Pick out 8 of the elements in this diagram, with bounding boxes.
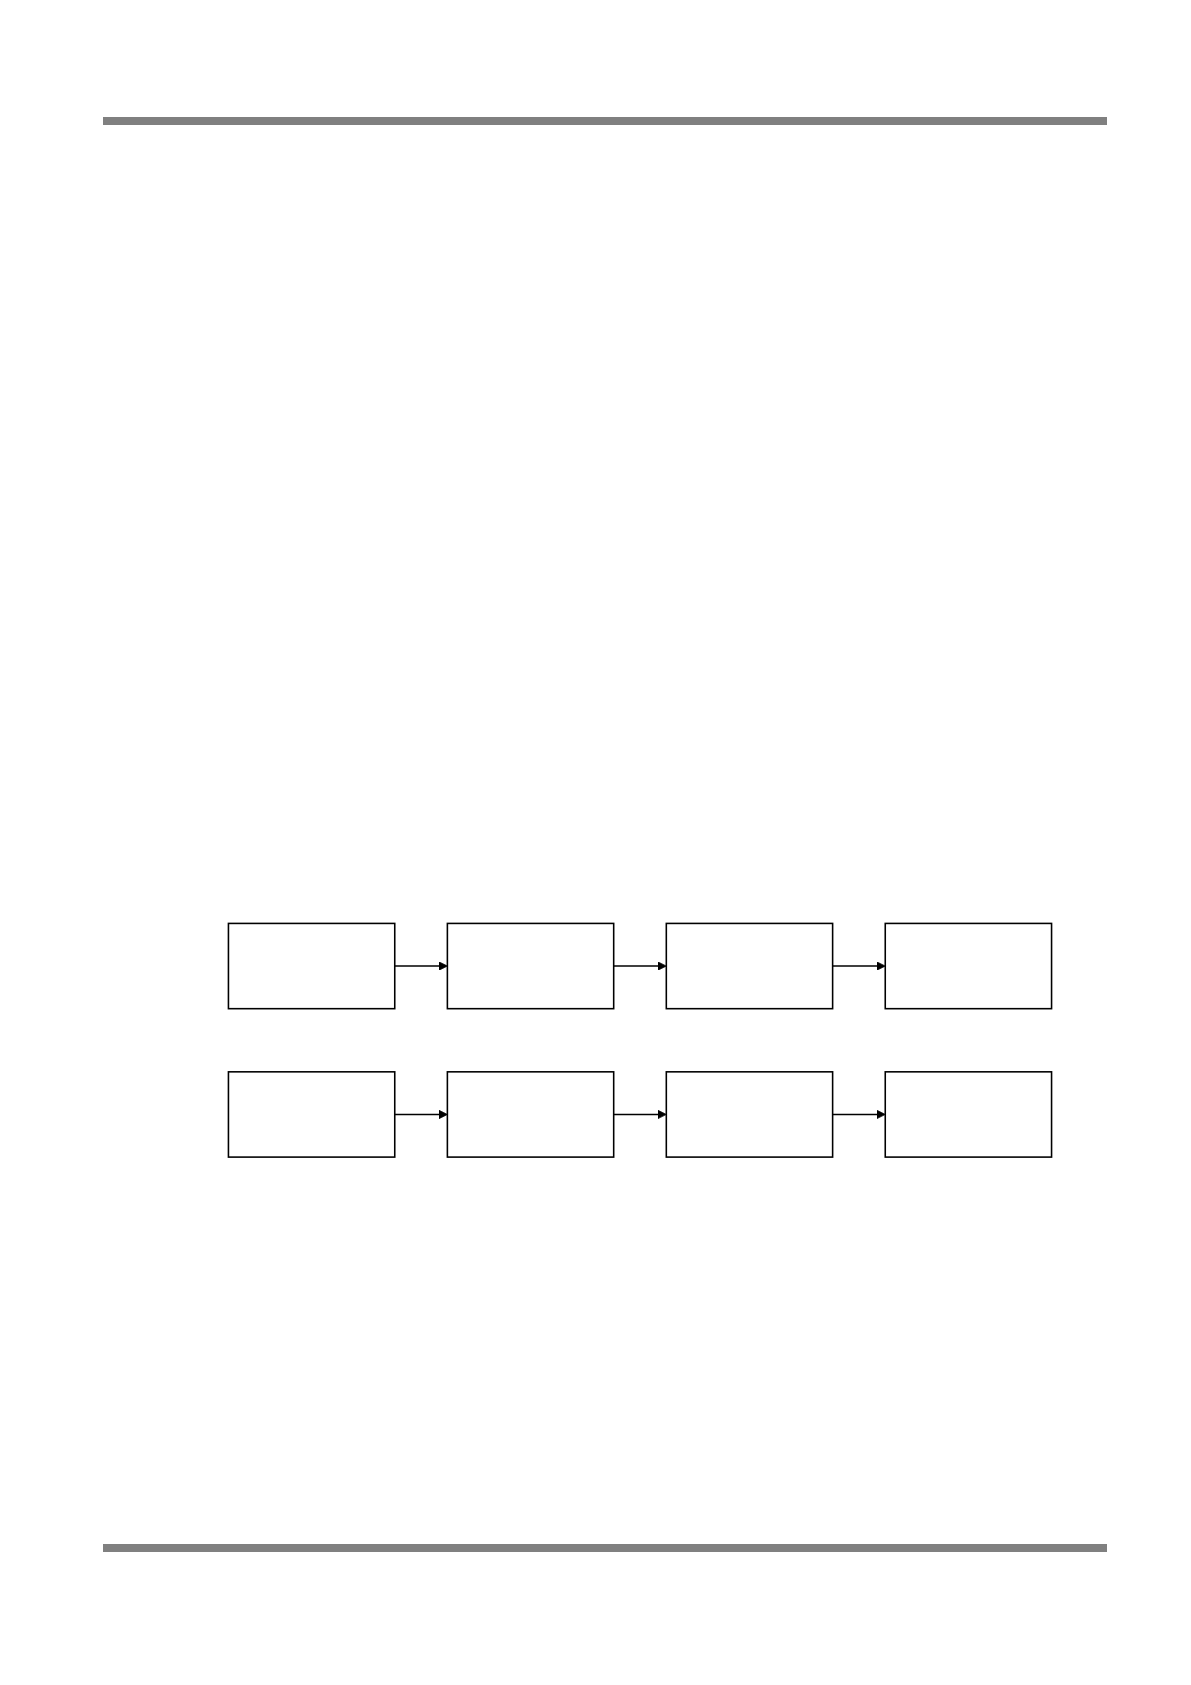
process-box	[446, 1070, 615, 1158]
process-box	[884, 922, 1053, 1010]
process-box	[227, 1070, 396, 1158]
process-box	[884, 1070, 1053, 1158]
process-box	[446, 922, 615, 1010]
process-box	[665, 1070, 834, 1158]
process-box	[665, 922, 834, 1010]
process-box	[227, 922, 396, 1010]
